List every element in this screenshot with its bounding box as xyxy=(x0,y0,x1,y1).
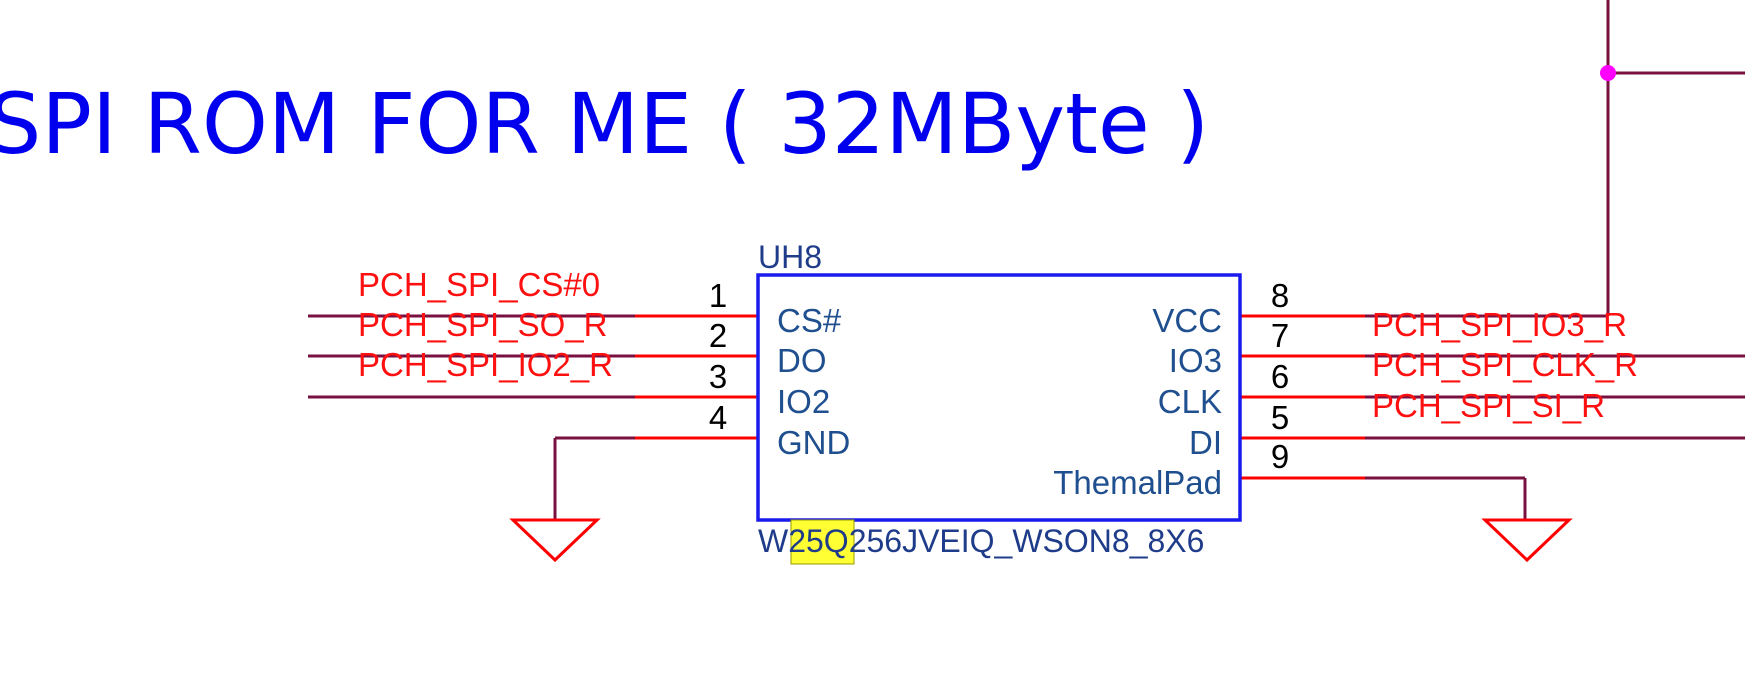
pin-number-9: 9 xyxy=(1271,438,1289,475)
pin-name-thermal-pad: ThemalPad xyxy=(1053,464,1222,501)
pin-number-5: 5 xyxy=(1271,399,1289,436)
schematic-title: SPI ROM FOR ME ( 32MByte ) xyxy=(0,75,1209,173)
pin-number-2: 2 xyxy=(709,317,727,354)
pin-name-do: DO xyxy=(777,342,827,379)
ground-symbol-left xyxy=(509,518,601,563)
part-number-highlighted: 25Q xyxy=(788,523,848,559)
pin-number-1: 1 xyxy=(709,277,727,314)
pin-number-4: 4 xyxy=(709,399,727,436)
pin-number-3: 3 xyxy=(709,358,727,395)
pin-name-io2: IO2 xyxy=(777,383,830,420)
pin-name-cs: CS# xyxy=(777,302,842,339)
pin-name-vcc: VCC xyxy=(1152,302,1222,339)
left-pin-lines xyxy=(635,314,758,440)
net-label-io3: PCH_SPI_IO3_R xyxy=(1372,306,1627,343)
ground-symbol-right xyxy=(1481,518,1573,563)
vcc-net-wiring xyxy=(1600,0,1745,316)
pin-number-8: 8 xyxy=(1271,277,1289,314)
pin-name-io3: IO3 xyxy=(1169,342,1222,379)
pin-name-gnd: GND xyxy=(777,424,850,461)
net-label-cs0: PCH_SPI_CS#0 xyxy=(358,266,600,303)
left-wires xyxy=(308,314,635,520)
part-number-prefix: W xyxy=(758,523,789,559)
pin-number-6: 6 xyxy=(1271,358,1289,395)
pin-name-clk: CLK xyxy=(1158,383,1222,420)
part-number-suffix: 256JVEIQ_WSON8_8X6 xyxy=(849,523,1205,559)
junction-dot xyxy=(1600,65,1616,81)
right-wires xyxy=(1365,314,1745,520)
net-label-so: PCH_SPI_SO_R xyxy=(358,306,607,343)
component-body xyxy=(756,273,1242,522)
net-label-clk: PCH_SPI_CLK_R xyxy=(1372,346,1638,383)
component-part-number: W25Q256JVEIQ_WSON8_8X6 xyxy=(758,523,1204,559)
right-pin-lines xyxy=(1240,314,1365,480)
component-refdes: UH8 xyxy=(758,239,822,275)
pin-number-7: 7 xyxy=(1271,317,1289,354)
part-number-highlight xyxy=(790,519,855,565)
pin-name-di: DI xyxy=(1189,424,1222,461)
net-label-io2: PCH_SPI_IO2_R xyxy=(358,346,613,383)
net-label-si: PCH_SPI_SI_R xyxy=(1372,387,1605,424)
